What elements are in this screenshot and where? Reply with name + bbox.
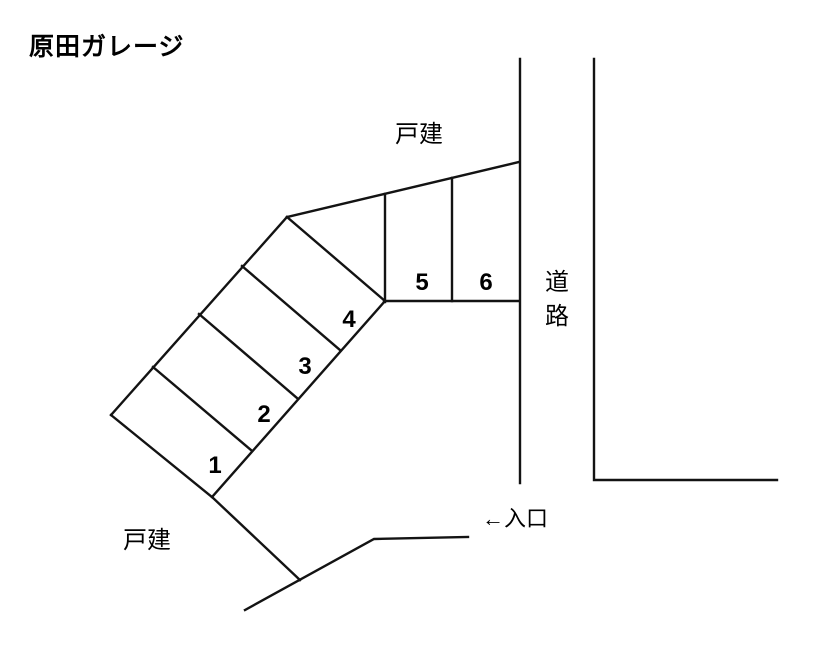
south-boundary-line xyxy=(210,495,302,582)
divider-stall-2-3 xyxy=(197,312,299,400)
stall4-right-edge xyxy=(285,215,387,303)
divider-stall-1-2 xyxy=(151,365,253,452)
stall-number-6: 6 xyxy=(479,269,493,296)
stall1-end-line xyxy=(109,413,214,499)
stall-number-3: 3 xyxy=(298,353,312,380)
stall-number-4: 4 xyxy=(342,306,356,333)
label-road: 道路 xyxy=(545,269,569,330)
label-house-bottom: 戸建 xyxy=(123,527,171,554)
stall-number-5: 5 xyxy=(415,269,429,296)
top-boundary-line xyxy=(285,160,521,219)
stall-front-line xyxy=(210,299,387,499)
label-entrance-arrow: ←入口 xyxy=(482,506,549,531)
road-right-line xyxy=(592,57,779,482)
stall-number-1: 1 xyxy=(208,452,222,479)
page-title: 原田ガレージ xyxy=(29,33,185,61)
stall-back-line xyxy=(109,215,289,417)
divider-stall-3-4 xyxy=(240,264,342,352)
stall-number-2: 2 xyxy=(257,401,271,428)
entrance-fence-line xyxy=(243,535,470,612)
label-house-top: 戸建 xyxy=(395,121,443,148)
